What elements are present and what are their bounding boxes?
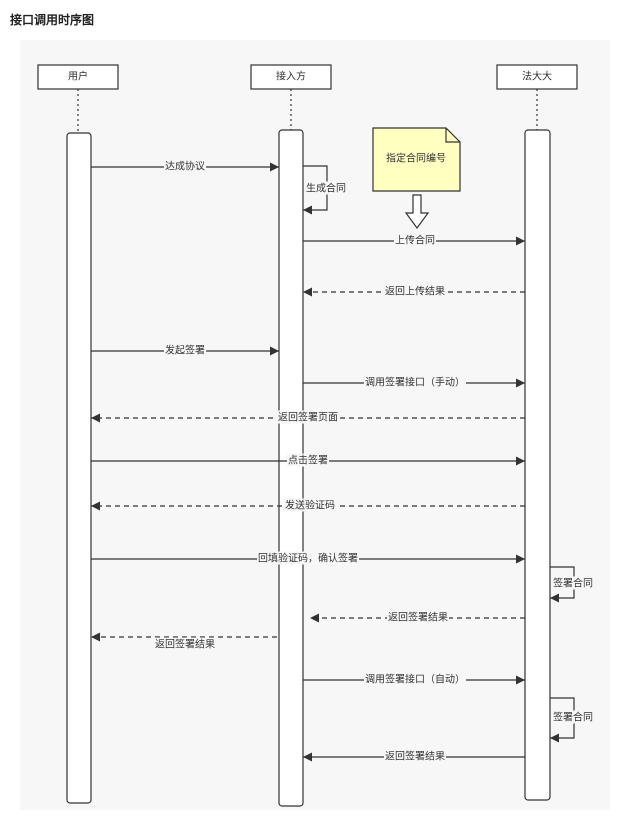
message-label: 发送验证码 — [285, 499, 335, 512]
message-11: 签署合同 — [550, 566, 594, 603]
message-label: 发起签署 — [165, 344, 205, 357]
message-label-bg — [164, 159, 206, 173]
message-8: 点击签署 — [91, 453, 525, 467]
message-label: 回填验证码，确认签署 — [258, 552, 358, 565]
message-16: 返回签署结果 — [303, 749, 525, 763]
message-label: 生成合同 — [306, 182, 346, 195]
message-label: 返回签署结果 — [385, 750, 445, 763]
activation-bar — [524, 129, 551, 801]
message-5: 发起签署 — [91, 343, 279, 357]
message-label-bg — [364, 375, 466, 389]
message-3: 上传合同 — [303, 233, 525, 247]
participant-user: 用户 — [37, 64, 119, 804]
activation-bar — [66, 132, 92, 804]
message-2: 生成合同 — [303, 165, 347, 215]
hollow-down-arrow-icon — [404, 194, 430, 230]
message-label-bg — [384, 749, 446, 763]
message-label: 签署合同 — [553, 711, 593, 724]
note-fold — [445, 128, 460, 143]
message-label-bg — [387, 610, 449, 624]
participant-provider: 接入方 — [250, 64, 332, 807]
participant-box — [496, 64, 578, 90]
participant-box — [37, 64, 119, 90]
message-label: 达成协议 — [165, 160, 205, 173]
message-label-bg — [384, 284, 446, 298]
diagram-background — [20, 40, 610, 810]
activation-bar — [278, 129, 304, 807]
message-7: 返回签署页面 — [91, 410, 525, 424]
message-14: 调用签署接口（自动） — [303, 672, 525, 686]
message-label: 返回签署页面 — [278, 411, 338, 424]
message-1: 达成协议 — [91, 159, 279, 173]
message-label: 签署合同 — [553, 577, 593, 590]
participant-label: 用户 — [68, 70, 88, 83]
message-15: 签署合同 — [550, 697, 594, 743]
note: 指定合同编号 — [372, 127, 461, 230]
message-label: 返回签署结果 — [155, 638, 215, 651]
note-box — [372, 127, 461, 192]
message-label-bg — [277, 410, 339, 424]
message-label-bg — [287, 453, 329, 467]
message-9: 发送验证码 — [91, 498, 525, 512]
message-12: 返回签署结果 — [310, 610, 525, 624]
message-label: 返回签署结果 — [388, 611, 448, 624]
message-label-bg — [394, 233, 436, 247]
note-text: 指定合同编号 — [386, 152, 446, 165]
message-label: 调用签署接口（自动） — [365, 673, 465, 686]
message-label-bg — [257, 551, 359, 565]
message-label-bg — [552, 710, 594, 724]
message-label: 返回上传结果 — [385, 285, 445, 298]
page-title: 接口调用时序图 — [10, 13, 95, 27]
participant-fdd: 法大大 — [496, 64, 578, 801]
participant-label: 法大大 — [522, 70, 552, 83]
participant-box — [250, 64, 332, 90]
message-label: 上传合同 — [395, 234, 435, 247]
message-label-bg — [164, 343, 206, 357]
message-label: 调用签署接口（手动） — [365, 376, 465, 389]
message-label-bg — [364, 672, 466, 686]
message-label-bg — [305, 181, 347, 195]
message-10: 回填验证码，确认签署 — [91, 551, 525, 565]
message-label-bg — [552, 576, 594, 590]
message-label-bg — [154, 637, 216, 651]
message-6: 调用签署接口（手动） — [303, 375, 525, 389]
message-4: 返回上传结果 — [303, 284, 525, 298]
participant-label: 接入方 — [276, 70, 306, 83]
message-13: 返回签署结果 — [91, 632, 277, 651]
message-label-bg — [284, 498, 336, 512]
message-label: 点击签署 — [288, 454, 328, 467]
